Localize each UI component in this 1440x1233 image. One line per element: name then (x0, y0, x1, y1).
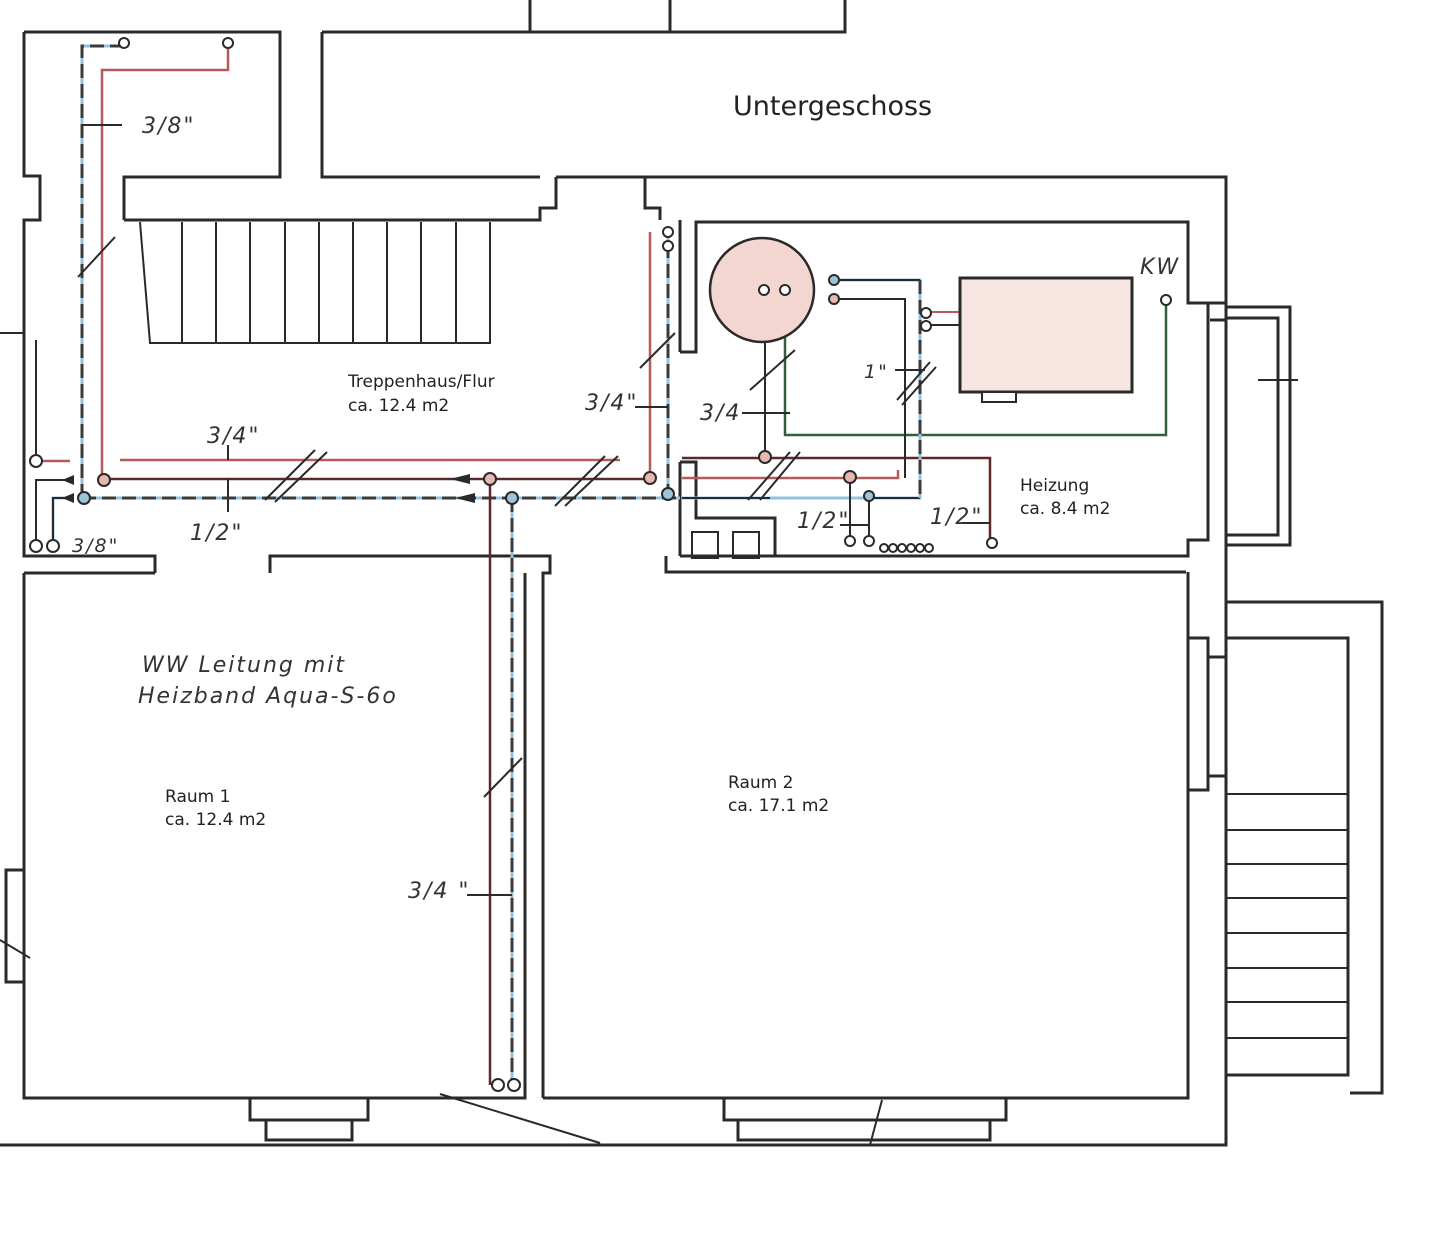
note-line-1: WW Leitung mit (142, 653, 346, 678)
floor-title: Untergeschoss (733, 91, 932, 122)
pipe-label-34-heizung: 3/4 (700, 401, 741, 426)
heating-boiler (958, 276, 1134, 403)
room-area-heizung: ca. 8.4 m2 (1020, 499, 1110, 519)
pipe-label-12-heizung-a: 1/2" (797, 509, 851, 534)
kw-label: KW (1140, 255, 1180, 280)
pipe-nodes (29, 37, 1172, 1092)
pipe-label-38-top: 3/8" (142, 114, 196, 139)
pipe-label-12-flur: 1/2" (190, 521, 244, 546)
pipes (35, 44, 1168, 1085)
room-name-heizung: Heizung (1020, 476, 1089, 496)
room-name-flur: Treppenhaus/Flur (347, 372, 495, 392)
note-line-2: Heizband Aqua-S-6o (138, 684, 398, 709)
room-name-raum2: Raum 2 (728, 773, 793, 793)
pipe-label-38-bottom: 3/8" (72, 535, 119, 557)
staircase-main (139, 221, 491, 344)
room-area-raum1: ca. 12.4 m2 (165, 810, 266, 830)
room-area-raum2: ca. 17.1 m2 (728, 796, 829, 816)
staircase-exterior (1188, 600, 1384, 1095)
walls (0, 30, 1384, 1147)
room-area-flur: ca. 12.4 m2 (348, 396, 449, 416)
room-name-raum1: Raum 1 (165, 787, 230, 807)
pipe-label-1-heizung: 1" (864, 361, 889, 383)
pipe-label-34-flur: 3/4" (207, 424, 261, 449)
top-structure (528, 0, 847, 34)
pipe-label-12-heizung-b: 1/2" (930, 505, 984, 530)
pipe-label-34-riser: 3/4" (585, 391, 639, 416)
pipe-label-34-raum1: 3/4 " (408, 879, 471, 904)
